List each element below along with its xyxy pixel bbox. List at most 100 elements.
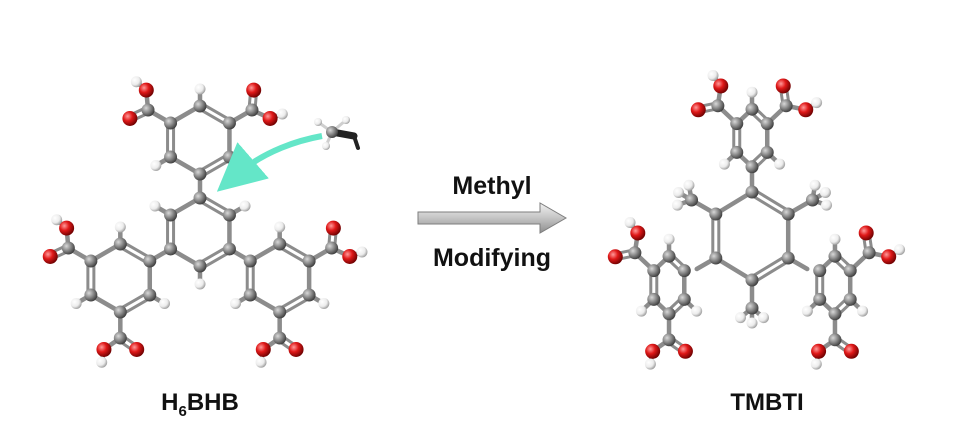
carbon-atom	[828, 249, 842, 263]
carbon-atom	[164, 242, 178, 256]
carbon-atom	[273, 331, 287, 345]
hydrogen-atom	[356, 246, 368, 258]
carbon-atom	[760, 145, 774, 159]
carbon-atom	[662, 307, 676, 321]
hydrogen-atom	[239, 200, 251, 212]
bond	[748, 193, 789, 219]
carbon-atom	[709, 251, 723, 265]
hydrogen-atom	[809, 179, 821, 191]
carbon-atom	[843, 292, 857, 306]
hydrogen-atom	[683, 179, 695, 191]
carbon-atom	[164, 150, 178, 164]
reaction-arrow	[417, 202, 568, 234]
hydrogen-atom	[673, 187, 685, 198]
carbon-atom	[222, 150, 236, 164]
hydrogen-atom	[149, 200, 161, 212]
hydrogen-atom	[735, 312, 747, 324]
carbon-atom	[143, 254, 157, 268]
carbon-atom	[113, 305, 127, 319]
hydrogen-atom	[114, 221, 126, 233]
carbon-atom	[805, 193, 819, 207]
hydrogen-atom	[194, 83, 206, 95]
carbon-atom	[709, 207, 723, 221]
hydrogen-atom	[671, 199, 683, 211]
oxygen-atom	[122, 110, 138, 126]
carbon-atom	[113, 331, 127, 345]
carbon-atom	[193, 167, 207, 181]
carbon-atom	[243, 288, 257, 302]
oxygen-atom	[96, 341, 112, 357]
molecule-label-h6bhb: H6BHB	[161, 389, 239, 420]
carbon-atom	[828, 307, 842, 321]
hydrogen-atom	[150, 160, 162, 171]
oxygen-atom	[607, 249, 623, 265]
tmbti-atoms	[607, 70, 906, 370]
bond	[752, 187, 792, 213]
hydrogen-atom	[70, 298, 82, 309]
carbon-atom	[245, 103, 259, 117]
hydrogen-atom	[130, 76, 142, 88]
carbon-atom	[141, 103, 155, 117]
oxygen-atom	[713, 78, 729, 94]
carbon-atom	[164, 208, 178, 222]
carbon-atom	[677, 292, 691, 306]
carbon-atom	[813, 292, 827, 306]
carbon-atom	[779, 99, 793, 113]
bond	[748, 253, 789, 279]
carbon-atom	[193, 99, 207, 113]
carbon-atom	[647, 292, 661, 306]
carbon-atom	[677, 264, 691, 278]
carbon-atom	[760, 117, 774, 131]
carbon-atom	[222, 242, 236, 256]
hydrogen-atom	[51, 214, 63, 226]
methyl-group-icon	[314, 116, 360, 150]
hydrogen-atom	[819, 187, 831, 198]
hydrogen-atom	[829, 233, 841, 245]
carbon-atom	[862, 246, 876, 260]
oxygen-atom	[630, 225, 646, 241]
hydrogen-atom	[857, 305, 869, 317]
h6bhb-atoms	[42, 76, 368, 368]
carbon-atom	[647, 264, 661, 278]
molecule-label-tmbti: TMBTI	[730, 389, 803, 416]
carbon-atom	[745, 301, 759, 315]
oxygen-atom	[255, 341, 271, 357]
carbon-atom	[730, 117, 744, 131]
oxygen-atom	[858, 225, 874, 241]
hydrogen-atom	[158, 298, 170, 309]
carbon-atom	[222, 116, 236, 130]
carbon-atom	[302, 254, 316, 268]
carbon-atom	[662, 249, 676, 263]
hydrogen-atom	[318, 298, 330, 309]
reaction-label-modifying: Modifying	[433, 244, 551, 272]
carbon-atom	[325, 241, 339, 255]
oxygen-atom	[325, 220, 341, 236]
oxygen-atom	[342, 248, 358, 264]
oxygen-atom	[775, 78, 791, 94]
oxygen-atom	[288, 341, 304, 357]
carbon-atom	[273, 305, 287, 319]
hydrogen-atom	[746, 86, 758, 98]
carbon-atom	[143, 288, 157, 302]
oxygen-atom	[690, 102, 706, 118]
hydrogen-atom	[810, 358, 822, 370]
reaction-label-methyl: Methyl	[452, 172, 531, 200]
hydrogen-atom	[274, 221, 286, 233]
hydrogen-atom	[255, 356, 267, 368]
carbon-atom	[843, 264, 857, 278]
carbon-atom	[745, 185, 759, 199]
carbon-atom	[628, 246, 642, 260]
carbon-atom	[745, 160, 759, 174]
oxygen-atom	[42, 248, 58, 264]
carbon-atom	[685, 193, 699, 207]
carbon-atom	[243, 254, 257, 268]
carbon-atom	[828, 333, 842, 347]
hydrogen-atom	[230, 298, 242, 309]
oxygen-atom	[881, 249, 897, 265]
tmbti-bonds	[613, 73, 902, 367]
carbon-atom	[84, 288, 98, 302]
hydrogen-atom	[718, 158, 730, 170]
carbon-atom	[711, 99, 725, 113]
oxygen-atom	[246, 82, 262, 98]
hydrogen-atom	[276, 108, 288, 120]
